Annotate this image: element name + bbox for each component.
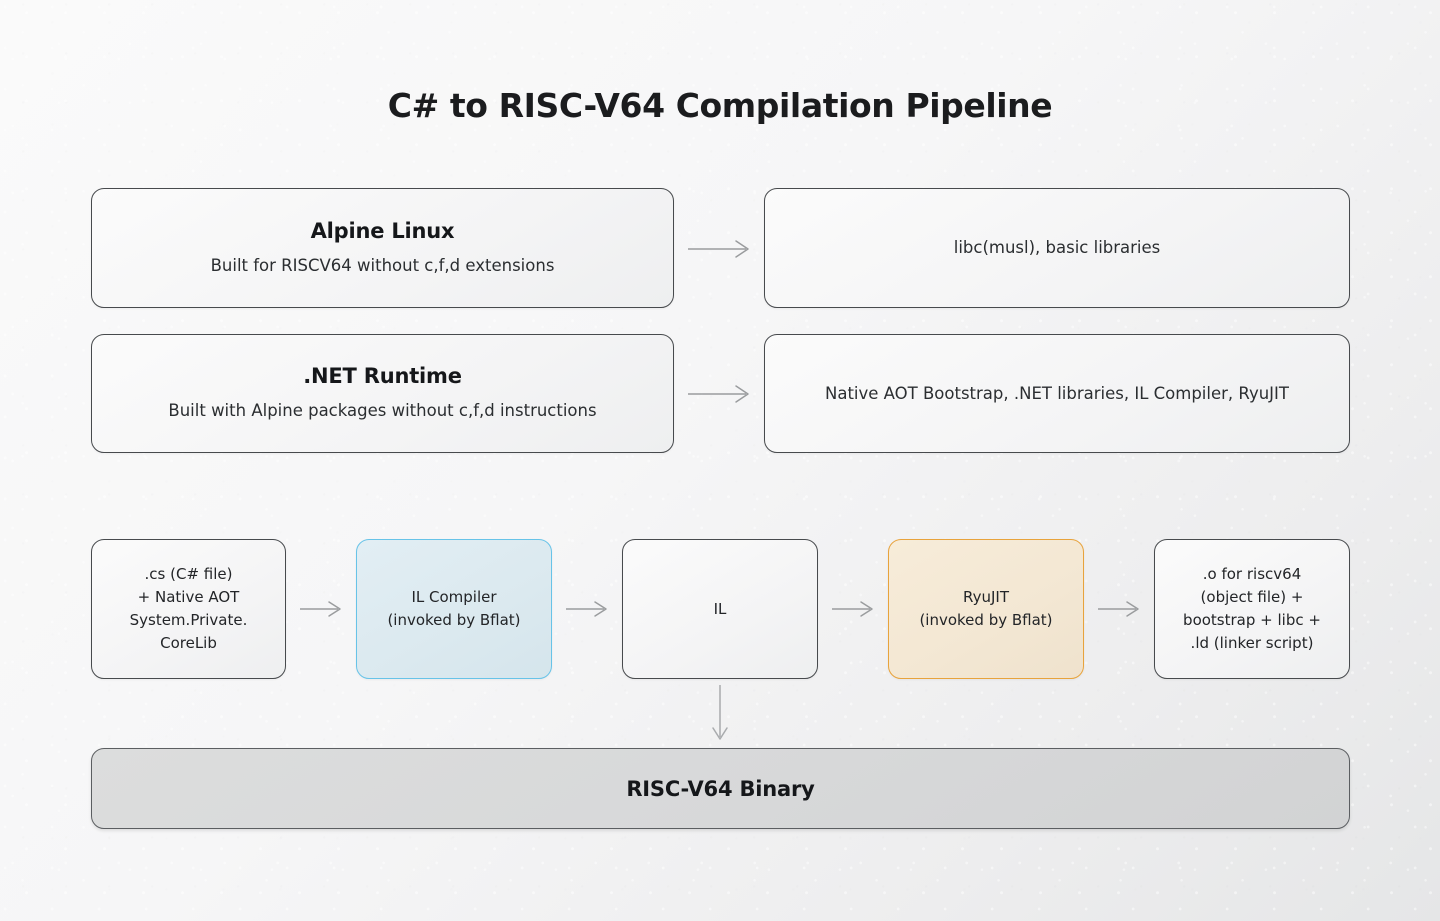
node-alpine-linux-title: Alpine Linux (310, 218, 455, 243)
node-alpine-linux-subtitle: Built for RISCV64 without c,f,d extensio… (210, 255, 555, 275)
node-object-output-line-4: .ld (linker script) (1190, 633, 1314, 652)
node-il-compiler-line-2: (invoked by Bflat) (387, 611, 521, 629)
node-object-output-line-1: .o for riscv64 (1202, 565, 1302, 584)
node-source-inputs-line-3: System.Private. (129, 611, 248, 629)
node-source-inputs[interactable]: .cs (C# file) + Native AOT System.Privat… (91, 539, 286, 679)
node-native-aot-bootstrap[interactable]: Native AOT Bootstrap, .NET libraries, IL… (764, 334, 1350, 453)
node-native-aot-bootstrap-text: Native AOT Bootstrap, .NET libraries, IL… (824, 383, 1289, 403)
arrow-alpine-to-libc (686, 236, 756, 262)
node-ryujit-line-2: (invoked by Bflat) (919, 611, 1053, 629)
node-ryujit-line-1: RyuJIT (963, 588, 1009, 607)
node-source-inputs-line-4: CoreLib (160, 633, 217, 652)
arrow-il-to-binary (707, 685, 733, 747)
node-object-output[interactable]: .o for riscv64 (object file) + bootstrap… (1154, 539, 1350, 679)
node-libc-musl-text: libc(musl), basic libraries (953, 238, 1161, 258)
node-il-label: IL (713, 599, 727, 618)
node-ryujit[interactable]: RyuJIT (invoked by Bflat) (888, 539, 1084, 679)
node-dotnet-runtime-title: .NET Runtime (303, 364, 462, 389)
node-source-inputs-line-2: + Native AOT (137, 588, 240, 607)
node-dotnet-runtime-subtitle: Built with Alpine packages without c,f,d… (168, 401, 597, 421)
node-riscv64-binary[interactable]: RISC-V64 Binary (91, 748, 1350, 829)
node-object-output-line-2: (object file) + (1200, 588, 1304, 607)
node-alpine-linux[interactable]: Alpine Linux Built for RISCV64 without c… (91, 188, 674, 308)
arrow-dotnet-to-aot (686, 381, 756, 407)
node-il-compiler[interactable]: IL Compiler (invoked by Bflat) (356, 539, 552, 679)
node-libc-musl[interactable]: libc(musl), basic libraries (764, 188, 1350, 308)
node-object-output-line-3: bootstrap + libc + (1183, 611, 1321, 629)
page-title: C# to RISC-V64 Compilation Pipeline (387, 86, 1053, 125)
node-riscv64-binary-label: RISC-V64 Binary (626, 776, 815, 801)
arrow-ryujit-to-object (1096, 596, 1146, 622)
arrow-source-to-il-compiler (298, 596, 348, 622)
arrow-il-to-ryujit (830, 596, 880, 622)
node-source-inputs-line-1: .cs (C# file) (144, 565, 233, 584)
arrow-il-compiler-to-il (564, 596, 614, 622)
node-il-compiler-line-1: IL Compiler (411, 588, 497, 607)
node-dotnet-runtime[interactable]: .NET Runtime Built with Alpine packages … (91, 334, 674, 453)
node-il[interactable]: IL (622, 539, 818, 679)
